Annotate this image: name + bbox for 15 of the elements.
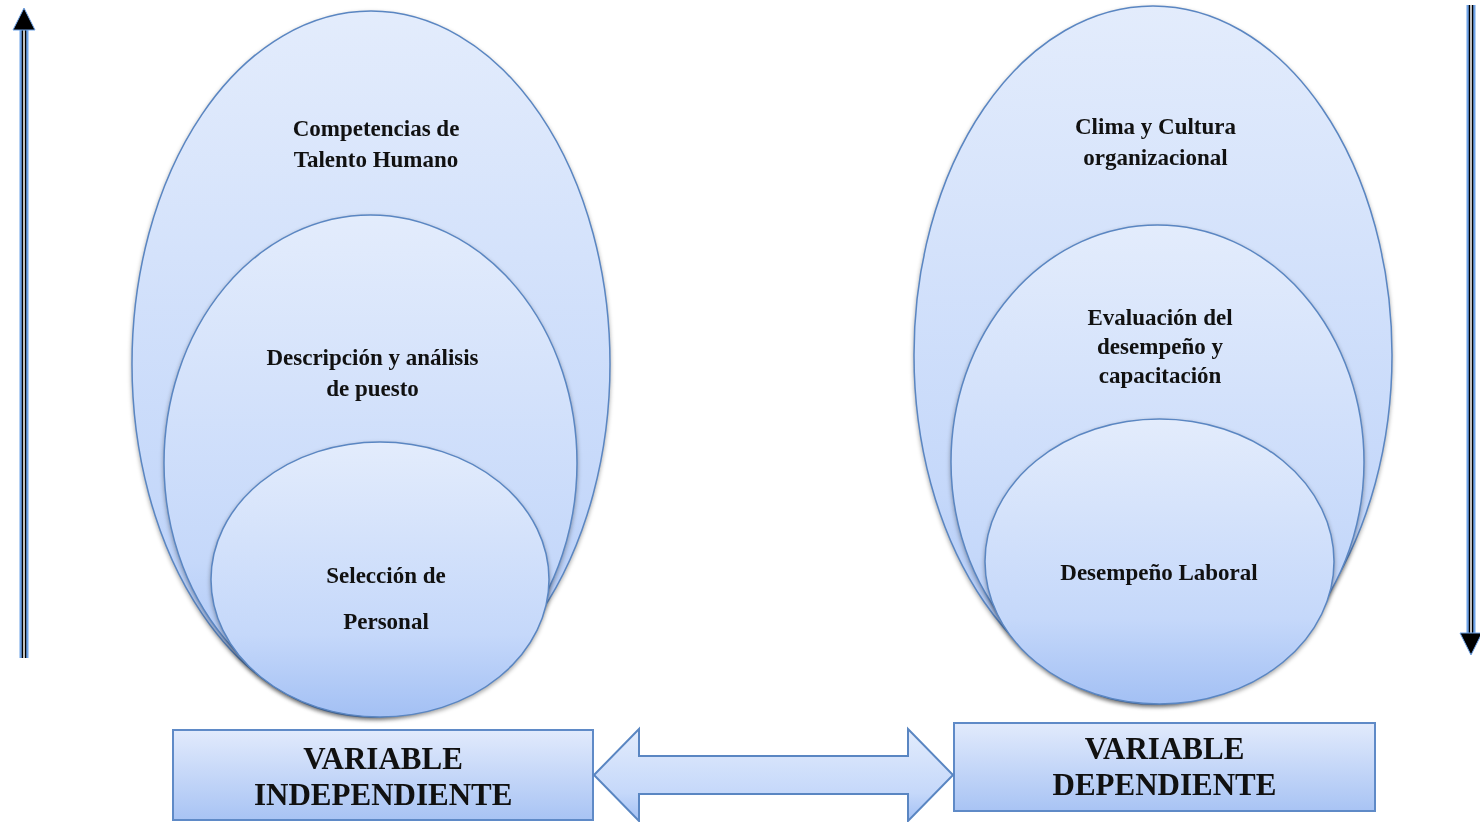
variable-label: VARIABLE INDEPENDIENTE [254, 741, 512, 813]
ellipse-label: Desempeño Laboral [1059, 559, 1259, 587]
ellipse-label: Evaluación del desempeño y capacitación [1086, 304, 1234, 390]
variable-box [953, 722, 1376, 812]
ellipse-label: Competencias de Talento Humano [291, 115, 461, 175]
ellipse-shape [210, 441, 550, 718]
ellipse-shape [913, 5, 1393, 705]
double-block-arrow [592, 726, 955, 822]
variable-box [172, 729, 594, 821]
ellipse-label: Descripción y análisis de puesto [265, 344, 480, 404]
ellipse-label: Selección de Personal [325, 562, 447, 636]
ellipse-shape [131, 10, 611, 718]
ellipse-label: Clima y Cultura organizacional [1074, 113, 1237, 173]
variable-label: VARIABLE DEPENDIENTE [1051, 731, 1278, 803]
ellipse-shape [984, 418, 1335, 705]
